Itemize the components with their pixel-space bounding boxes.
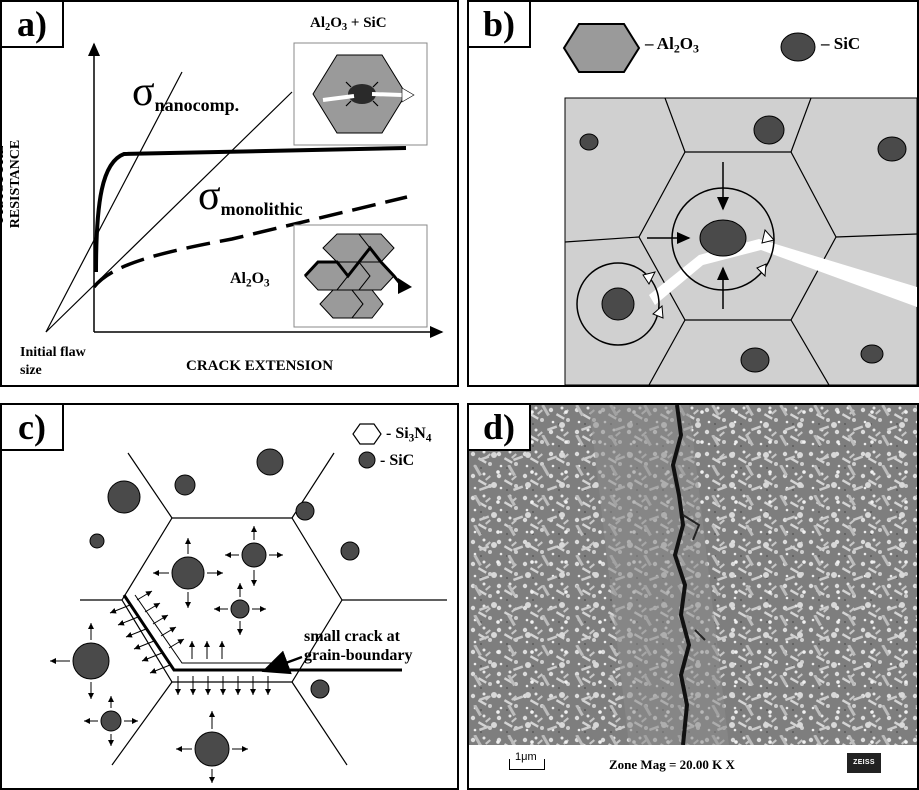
sigma-nanocomp-label: σnanocomp.	[132, 69, 240, 115]
legend-si3n4-label: - Si3N4	[386, 425, 432, 445]
panel-b-letter: b)	[469, 2, 531, 48]
nanocomp-curve	[94, 146, 407, 273]
sic-particles-c	[72, 448, 360, 767]
panel-a: a)	[0, 0, 459, 387]
grain-boundary-crack	[122, 594, 402, 672]
panel-a-graph	[45, 42, 444, 338]
stress-circle-left	[576, 262, 660, 346]
legend-sic-label: – SiC	[821, 34, 861, 53]
panel-c-diagram	[50, 423, 447, 783]
sic-particles	[579, 115, 907, 373]
sem-micrograph	[469, 405, 917, 745]
panel-c: c)	[0, 403, 459, 790]
crack-path	[649, 239, 917, 307]
label-al2o3: Al2O3	[230, 270, 270, 290]
panel-d: d)	[467, 403, 919, 790]
scale-bar	[509, 759, 545, 770]
origin-line-shallow	[45, 91, 293, 333]
panel-c-letter: c)	[2, 405, 64, 451]
inset-nanocomp-particle	[348, 84, 376, 104]
sem-info-bar: 1μm Zone Mag = 20.00 K X ZEISS	[469, 745, 917, 788]
panel-d-letter: d)	[469, 405, 531, 451]
sem-crack	[670, 405, 692, 745]
legend-al2o3-hexagon	[562, 23, 641, 73]
sigma-monolithic-label: σmonolithic	[198, 173, 303, 219]
panel-b-diagram	[562, 23, 917, 385]
legend-al2o3-label: – Al2O3	[645, 34, 699, 56]
legend-si3n4-hexagon	[352, 423, 382, 445]
scale-bar-label: 1μm	[515, 751, 537, 763]
crack-pointer-arrow	[261, 650, 303, 675]
label-al2o3-sic: Al2O3 + SiC	[310, 15, 387, 34]
monolithic-curve	[92, 195, 408, 289]
sem-smooth-band	[589, 405, 729, 745]
legend-sic-circle	[358, 451, 376, 469]
inset-monolithic-grains	[304, 233, 395, 319]
panel-a-letter: a)	[2, 2, 64, 48]
legend-sic-label-c: - SiC	[380, 452, 415, 469]
zeiss-logo: ZEISS	[847, 753, 881, 773]
panel-b: b)	[467, 0, 919, 387]
origin-line-steep	[45, 71, 183, 333]
zone-mag-label: Zone Mag = 20.00 K X	[609, 757, 735, 772]
legend-sic-particle	[780, 32, 816, 62]
x-axis-label: CRACK EXTENSION	[186, 358, 334, 374]
